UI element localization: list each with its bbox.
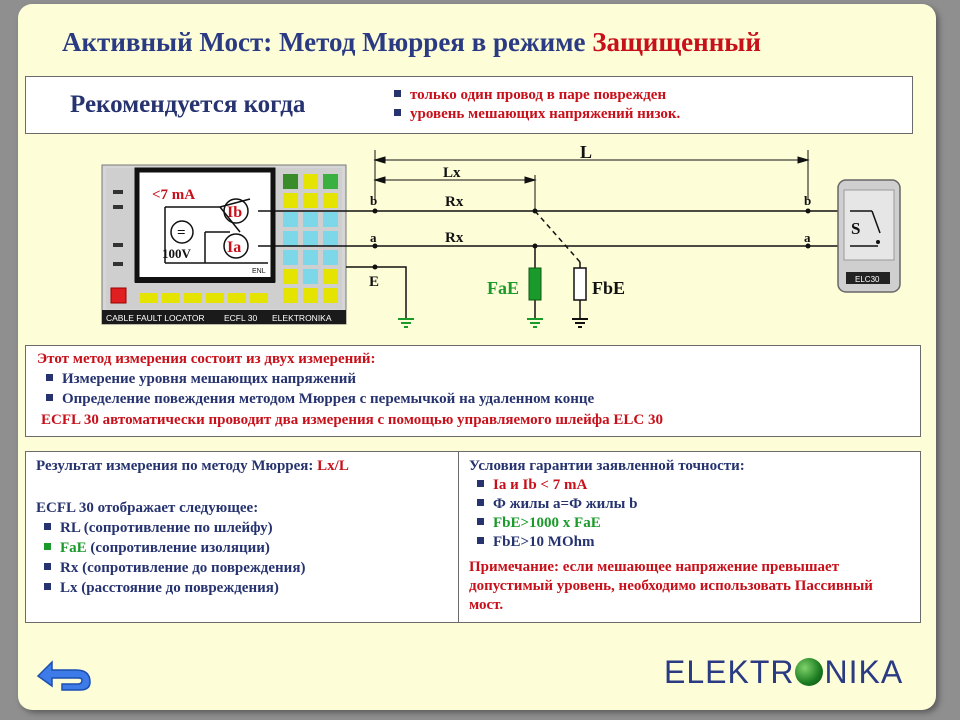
- label-FbE: FbE: [592, 278, 625, 298]
- eq-symbol: =: [177, 225, 186, 241]
- device-footer-mid: ECFL 30: [224, 313, 258, 323]
- title-main: Активный Мост: Метод Мюррея в режиме: [62, 27, 586, 57]
- fbe-resistor: [573, 267, 587, 301]
- ground-icon: [572, 318, 588, 328]
- recommended-list: только один провод в паре поврежден уров…: [394, 86, 680, 124]
- method-intro: Этот метод измерения состоит из двух изм…: [37, 351, 376, 367]
- recommended-box: Рекомендуется когда только один провод в…: [25, 76, 913, 134]
- result-line: Результат измерения по методу Мюррея: Lx…: [36, 458, 349, 474]
- menu-label: ENL: [252, 268, 266, 275]
- condition-item: Ia и Ib < 7 mA: [477, 477, 587, 494]
- device-footer-right: ELEKTRONIKA: [272, 313, 332, 323]
- ib-label: Ib: [227, 204, 242, 221]
- device-footer-left: CABLE FAULT LOCATOR: [106, 313, 205, 323]
- condition-item: FbE>10 MOhm: [477, 534, 594, 551]
- result-item: Rx (сопротивление до повреждения): [44, 560, 305, 577]
- method-item: Определение повеждения методом Мюррея с …: [46, 391, 594, 408]
- bullet-icon: [477, 518, 484, 525]
- label-a-left: a: [370, 230, 377, 245]
- bullet-icon: [477, 537, 484, 544]
- elc30-unit: S ELC30: [837, 179, 901, 293]
- label-Lx: Lx: [443, 165, 461, 181]
- recommended-label: Рекомендуется когда: [70, 91, 306, 118]
- voltage-label: 100V: [162, 246, 192, 261]
- bullet-icon: [477, 480, 484, 487]
- recommended-item: уровень мешающих напряжений низок.: [394, 105, 680, 124]
- label-Rx-top: Rx: [445, 194, 464, 210]
- method-box: Этот метод измерения состоит из двух изм…: [25, 345, 921, 437]
- title-highlight: Защищенный: [592, 27, 761, 57]
- conditions-note: Примечание: если мешающее напряжение пре…: [469, 559, 873, 613]
- dimension-lines: [373, 150, 810, 210]
- bullet-icon: [394, 90, 401, 97]
- bullet-icon: [477, 499, 484, 506]
- label-b-right: b: [804, 193, 811, 208]
- ground-icon: [398, 318, 414, 328]
- power-button: [110, 287, 127, 304]
- page-title: Активный Мост: Метод Мюррея в режиме Защ…: [62, 27, 761, 58]
- keypad: [283, 174, 338, 303]
- conditions-box: Условия гарантии заявленной точности: Ia…: [458, 451, 921, 623]
- bullet-icon: [44, 543, 51, 550]
- label-L: L: [580, 142, 592, 162]
- bullet-icon: [394, 109, 401, 116]
- label-Rx-bottom: Rx: [445, 230, 464, 246]
- label-E: E: [369, 274, 379, 290]
- bullet-icon: [44, 523, 51, 530]
- function-keys: [140, 293, 268, 303]
- conditions-title: Условия гарантии заявленной точности:: [469, 458, 745, 474]
- result-shows: ECFL 30 отображает следующее:: [36, 500, 259, 516]
- condition-item: Ф жилы a=Ф жилы b: [477, 496, 637, 513]
- fae-resistor: [528, 267, 542, 301]
- result-item: RL (сопротивление по шлейфу): [44, 520, 273, 537]
- result-box: Результат измерения по методу Мюррея: Lx…: [25, 451, 460, 623]
- ia-label: Ia: [227, 239, 241, 256]
- method-final: ECFL 30 автоматически проводит два измер…: [41, 412, 663, 428]
- bullet-icon: [44, 583, 51, 590]
- result-item: FaE (сопротивление изоляции): [44, 540, 270, 557]
- result-item: Lx (расстояние до повреждения): [44, 580, 279, 597]
- back-arrow-icon[interactable]: [32, 652, 94, 692]
- label-b-left: b: [370, 193, 377, 208]
- switch-label: S: [851, 219, 860, 238]
- globe-icon: [795, 658, 824, 686]
- wires: [258, 210, 850, 318]
- bullet-icon: [46, 374, 53, 381]
- method-item: Измерение уровня мешающих напряжений: [46, 371, 356, 388]
- label-FaE: FaE: [487, 278, 519, 298]
- ground-icon: [527, 318, 543, 328]
- current-limit-label: <7 mA: [152, 187, 195, 203]
- bullet-icon: [46, 394, 53, 401]
- ecfl30-device: CABLE FAULT LOCATOR ECFL 30 ELEKTRONIKA …: [101, 164, 347, 325]
- label-a-right: a: [804, 230, 811, 245]
- condition-item: FbE>1000 x FaE: [477, 515, 601, 532]
- bullet-icon: [44, 563, 51, 570]
- elc30-label: ELC30: [855, 275, 880, 284]
- recommended-item: только один провод в паре поврежден: [394, 86, 680, 105]
